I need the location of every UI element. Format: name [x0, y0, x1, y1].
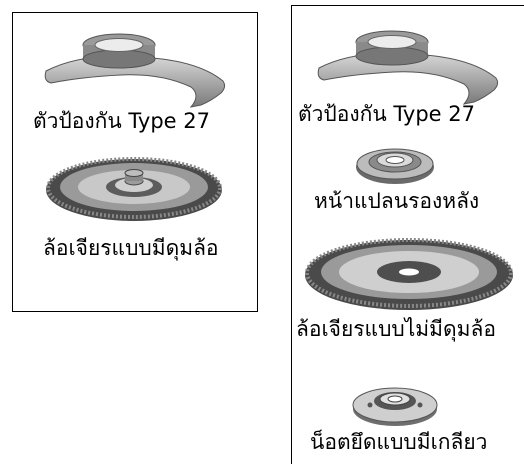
backing-flange-label: หน้าแปลนรองหลัง — [314, 189, 480, 213]
guard-type27-illustration — [44, 33, 226, 108]
grinding-wheel-hubbed-illustration — [46, 157, 222, 221]
right-panel: ตัวป้องกัน Type 27 หน้าแปลนรองหลัง ล้อเจ… — [291, 5, 524, 464]
left-panel: ตัวป้องกัน Type 27 ล้อเจียรแบบมีดุมล้อ — [12, 12, 258, 312]
nut-label: น็อตยึดแบบมีเกลียว — [310, 430, 488, 454]
grinding-wheel-hubless-illustration — [305, 238, 513, 310]
backing-flange-illustration — [356, 148, 434, 184]
wheel-label: ล้อเจียรแบบไม่มีดุมล้อ — [296, 317, 496, 341]
guard-type27-illustration — [317, 30, 499, 105]
guard-label: ตัวป้องกัน Type 27 — [33, 109, 211, 133]
threaded-lock-nut-illustration — [352, 387, 438, 426]
wheel-label: ล้อเจียรแบบมีดุมล้อ — [43, 236, 219, 260]
guard-label: ตัวป้องกัน Type 27 — [298, 102, 476, 126]
